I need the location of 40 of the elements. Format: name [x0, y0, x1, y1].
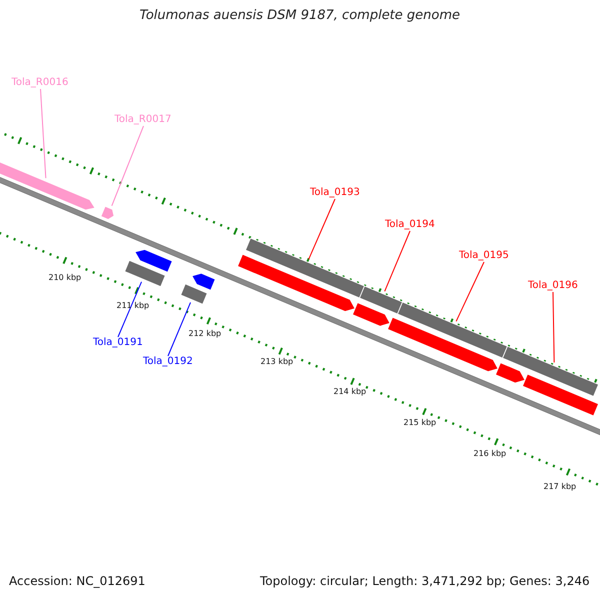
gene-label: Tola_R0017: [114, 114, 172, 126]
gene-bar: [244, 238, 366, 299]
gene-label: Tola_0191: [93, 337, 143, 348]
leader-line: [456, 262, 484, 322]
gene-label: Tola_R0016: [12, 77, 68, 88]
gene-label: Tola_0195: [459, 250, 509, 262]
scale-label: 211 kbp: [116, 301, 150, 310]
scale-label: 213 kbp: [260, 357, 294, 366]
gene-bar: [502, 346, 600, 397]
gene-bar: [358, 285, 404, 315]
title: Tolumonas auensis DSM 9187, complete genome: [140, 9, 460, 24]
cds-feature: [236, 254, 356, 312]
leader-line: [552, 292, 555, 364]
cds-feature: [494, 362, 526, 384]
scale-label: 214 kbp: [334, 387, 366, 396]
leader-line: [308, 198, 336, 260]
scale-label: 212 kbp: [188, 329, 222, 338]
scale-label: 217 kbp: [544, 482, 576, 492]
scale-label: 215 kbp: [404, 418, 436, 428]
gene-bar: [124, 260, 166, 288]
cds-feature: [352, 302, 391, 327]
gene-label: Tola_0194: [385, 219, 435, 230]
cds-feature: [386, 316, 499, 372]
cds-feature: [134, 249, 173, 273]
footer-text: Topology: circular; Length: 3,471,292 bp; Genes: 3,246: [260, 575, 590, 589]
footer-text: Accession: NC_012691: [9, 575, 146, 589]
leader-line: [111, 126, 144, 206]
leader-line: [40, 88, 46, 179]
gene-label: Tola_0192: [143, 356, 193, 368]
cds-feature: [191, 272, 216, 291]
gene-label: Tola_0196: [528, 280, 578, 292]
scale-label: 216 kbp: [474, 449, 506, 458]
leader-line: [118, 281, 142, 338]
rna-feature: [100, 206, 114, 220]
leader-line: [384, 230, 410, 292]
cds-feature: [522, 374, 600, 416]
gene-bar: [396, 301, 508, 359]
scale-label: 210 kbp: [48, 273, 82, 282]
gene-label: Tola_0193: [310, 187, 360, 198]
gene-bar: [180, 283, 208, 305]
